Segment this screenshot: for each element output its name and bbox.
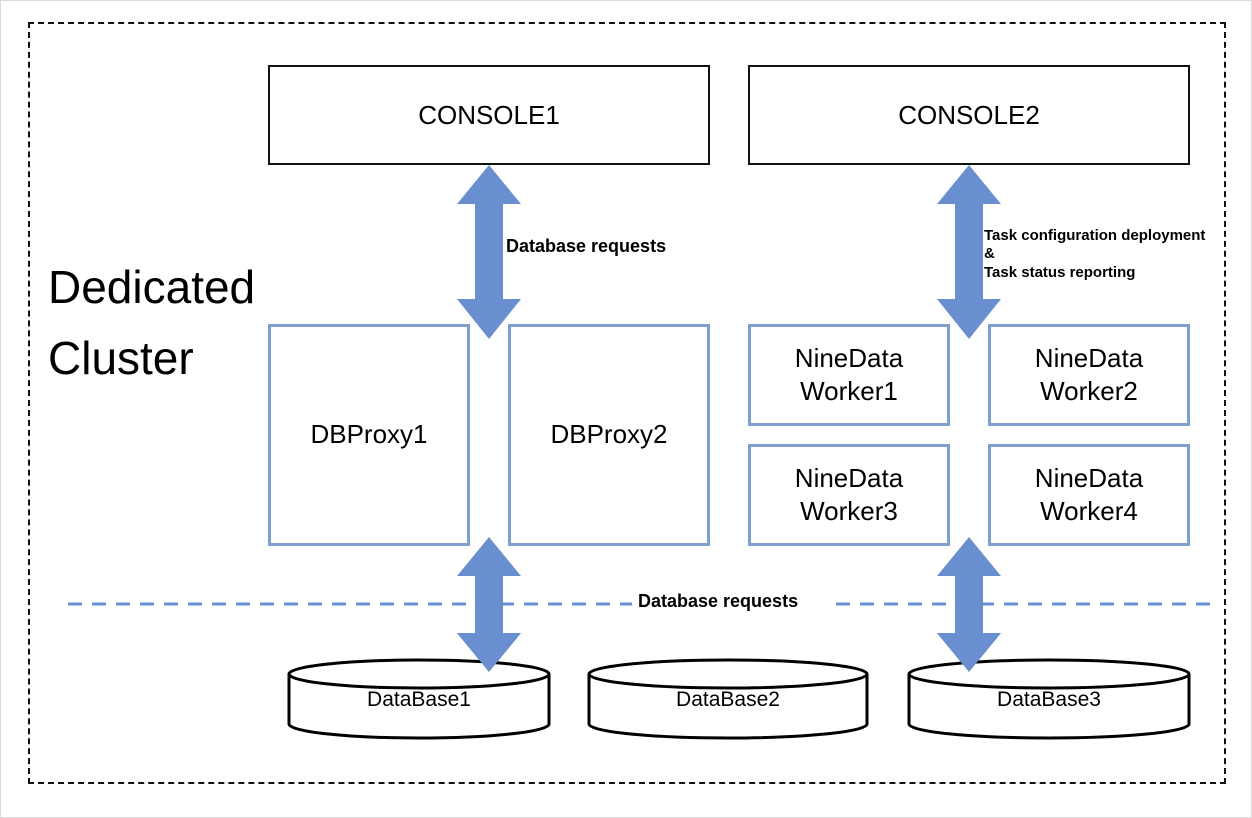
database1-label: DataBase1 xyxy=(367,688,471,711)
cluster-title: Dedicated Cluster xyxy=(48,261,256,385)
arrow-tip-database1 xyxy=(457,633,521,672)
console1-box: CONSOLE1 xyxy=(268,65,710,165)
dbproxy2-box: DBProxy2 xyxy=(508,324,710,546)
arrow-tip-database3 xyxy=(937,633,1001,672)
console1-link-label: Database requests xyxy=(506,236,667,256)
double-arrow-console2 xyxy=(937,165,1001,339)
worker2-box: NineData Worker2 xyxy=(988,324,1190,426)
dbproxy1-box: DBProxy1 xyxy=(268,324,470,546)
console2-box: CONSOLE2 xyxy=(748,65,1190,165)
database1-cylinder xyxy=(287,658,551,740)
worker1-box: NineData Worker1 xyxy=(748,324,950,426)
database2-cylinder xyxy=(587,658,869,740)
database3-cylinder xyxy=(907,658,1191,740)
database2-label: DataBase2 xyxy=(676,688,780,711)
database3-label: DataBase3 xyxy=(997,688,1101,711)
console2-link-label: Task configuration deployment & Task sta… xyxy=(984,227,1206,281)
database-link-label: Database requests xyxy=(632,591,805,612)
worker4-box: NineData Worker4 xyxy=(988,444,1190,546)
dedicated-cluster-boundary xyxy=(28,22,1226,784)
double-arrow-console1 xyxy=(457,165,521,339)
worker3-box: NineData Worker3 xyxy=(748,444,950,546)
